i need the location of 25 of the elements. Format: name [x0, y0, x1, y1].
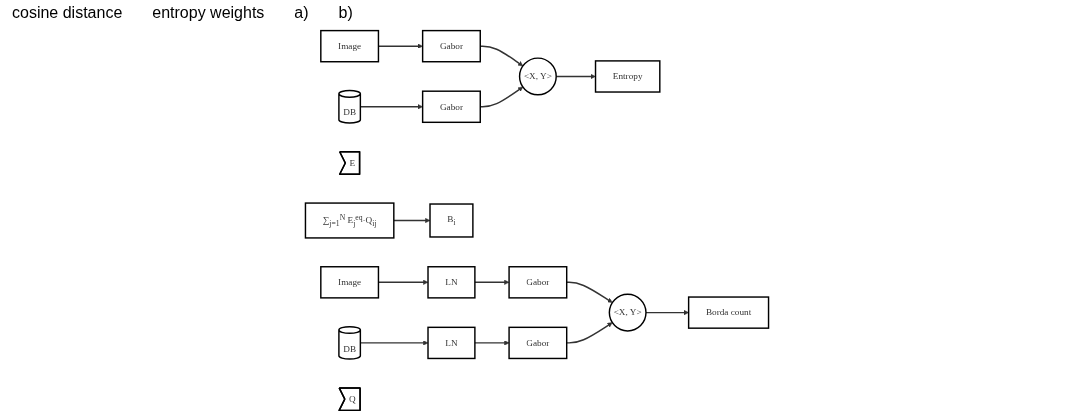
node-box: Image	[320, 266, 380, 299]
node-box: Gabor	[508, 266, 568, 299]
arrow	[359, 340, 429, 346]
node-box: B$_{i}$	[429, 203, 474, 238]
arrow	[566, 322, 613, 344]
node-box: Image	[320, 29, 380, 63]
arrow	[393, 217, 431, 224]
node-box: Gabor	[421, 90, 481, 124]
node-box: Entropy	[594, 60, 661, 93]
label-text: entropy weights	[152, 4, 265, 22]
arrow	[474, 279, 510, 285]
node-circle: <X, Y>	[608, 293, 647, 332]
label-text: cosine distance	[12, 4, 123, 22]
node-box: Gabor	[508, 326, 568, 360]
arrow	[359, 104, 423, 110]
node-box: ∑$_{j=1}$$^{N}$ E$_{j}$$^{eq}$·Q$_{ij}$	[304, 202, 395, 239]
node-box: LN	[427, 266, 476, 299]
node-box: Borda count	[687, 296, 770, 329]
node-box: LN	[427, 326, 476, 360]
arrow	[474, 340, 510, 346]
node-circle: <X, Y>	[518, 57, 557, 96]
node-box: Gabor	[421, 29, 481, 63]
arrow	[645, 310, 689, 316]
arrow	[566, 281, 613, 303]
label-text: a)	[294, 4, 309, 22]
